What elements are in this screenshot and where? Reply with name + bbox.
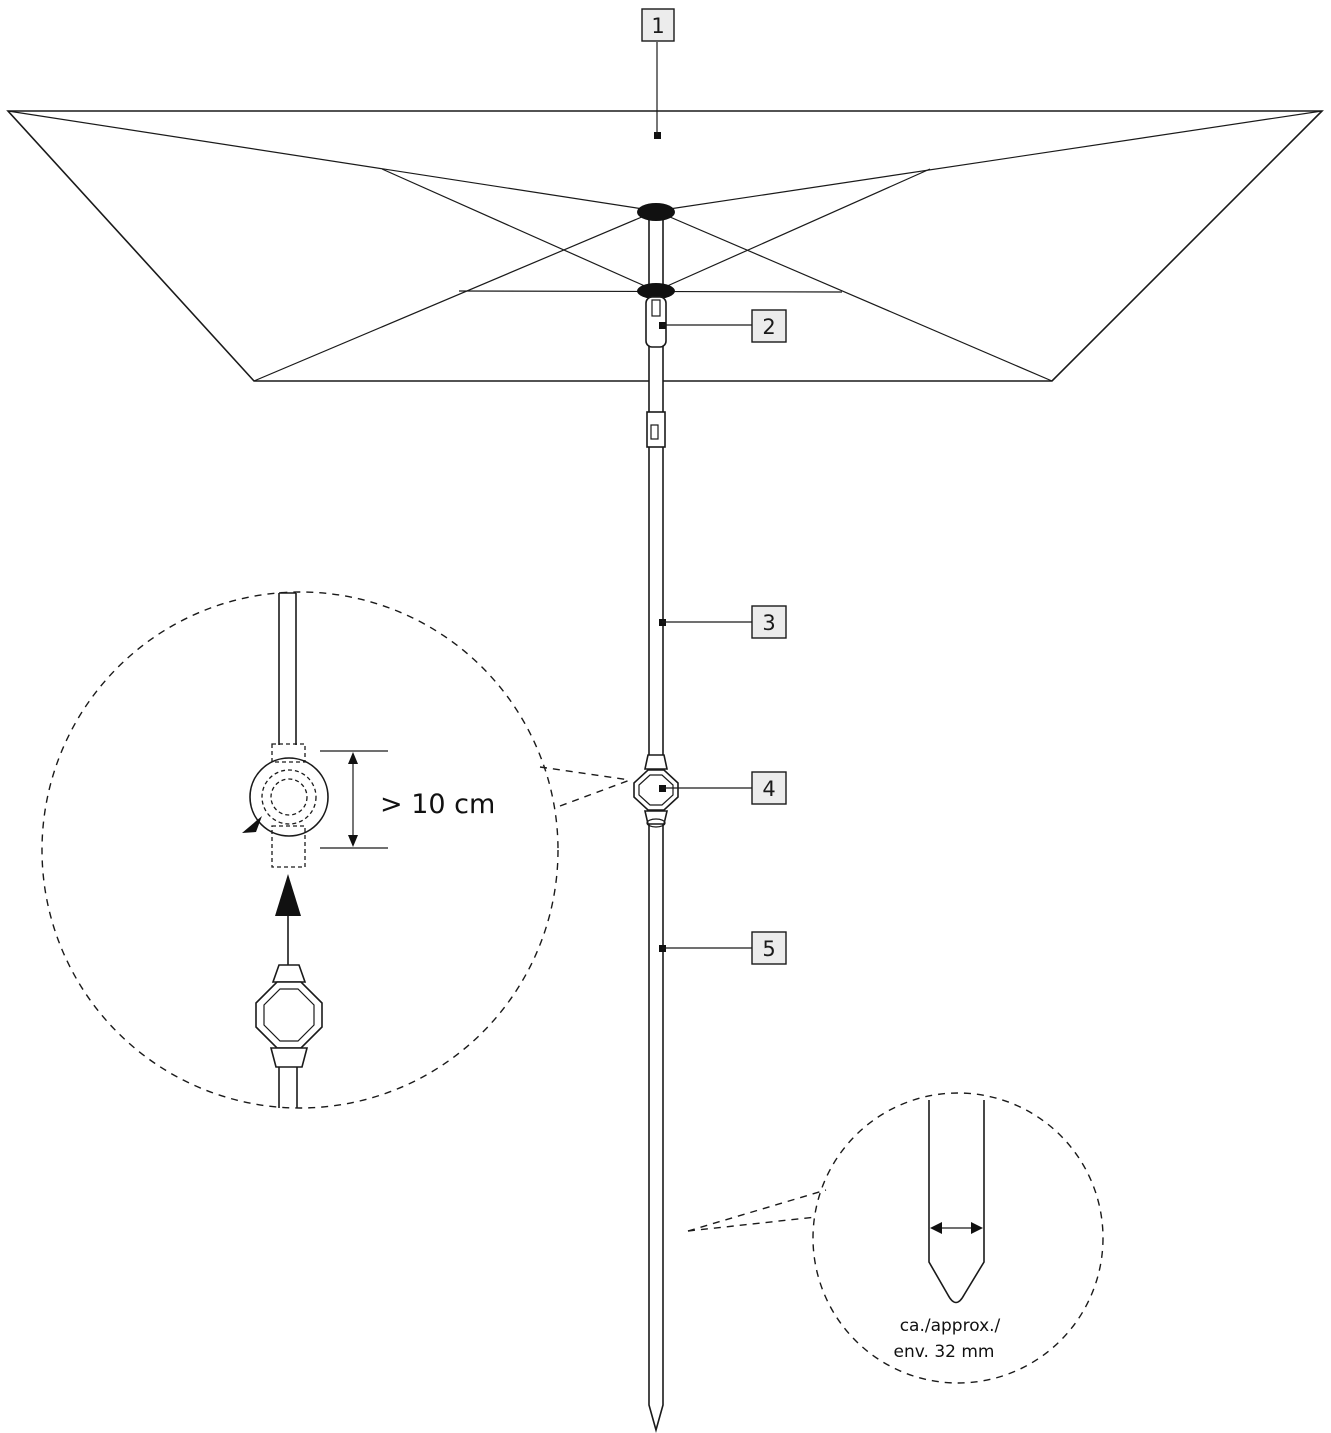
callout-1: 1 <box>641 8 675 42</box>
coupling-detail-circle <box>41 591 559 1109</box>
callout-2-number: 2 <box>762 315 775 339</box>
callout-5: 5 <box>751 931 787 965</box>
canopy-strut-left <box>381 168 657 292</box>
coupling-detail-connector-bottom <box>559 779 631 807</box>
spike-detail-connector-bottom <box>687 1216 817 1232</box>
middle-pole <box>648 445 664 759</box>
canopy-lock-button <box>651 299 661 317</box>
coupling-bottom-collar <box>643 810 669 825</box>
callout-labels: 1 2 3 4 5 <box>641 8 787 965</box>
canopy-strut-right <box>655 168 931 292</box>
callout-4-box <box>751 771 787 805</box>
callout-3-box <box>751 605 787 639</box>
parasol-pole <box>633 203 679 1433</box>
parasol-canopy <box>6 110 1324 382</box>
runner <box>637 283 675 299</box>
detail-inner-octagon-hidden-inner <box>270 778 308 816</box>
coupling-octagon-outer <box>633 769 679 811</box>
detail-coupling-octagon-inner <box>263 988 315 1042</box>
detail-coupling-top-collar <box>271 964 307 983</box>
coupling-top-collar <box>644 754 668 770</box>
dimension-arrow-up-icon <box>348 752 358 764</box>
insert-arrow-up-icon <box>275 874 301 916</box>
coupling-opening <box>646 818 666 828</box>
detail-coupling-octagon-outer <box>255 981 323 1049</box>
dimension-arrow-down-icon <box>348 835 358 847</box>
callout-1-number: 1 <box>651 14 664 38</box>
detail-rotation-ring <box>249 757 329 837</box>
coupling-detail: > 10 cm <box>41 591 631 1109</box>
callout-3-number: 3 <box>762 611 775 635</box>
callout-5-box <box>751 931 787 965</box>
spacing-dimension-label: > 10 cm <box>380 789 495 820</box>
callout-2-box <box>751 309 787 343</box>
callout-3: 3 <box>751 605 787 639</box>
callout-1-box <box>641 8 675 42</box>
callout-4-number: 4 <box>762 777 775 801</box>
canopy-rib-left-top <box>7 110 657 212</box>
spike-tip-detail: ca./approx./ env. 32 mm <box>687 1092 1104 1384</box>
callout-1-dot <box>654 132 661 139</box>
canopy-rib-right-top <box>655 110 1323 212</box>
detail-coupling-bottom-collar <box>269 1047 309 1068</box>
detail-lower-collar-hidden <box>271 825 306 868</box>
detail-upper-collar-hidden <box>271 743 306 763</box>
spike-diameter-label-line1: ca./approx./ <box>900 1316 1001 1336</box>
callout-5-number: 5 <box>762 937 775 961</box>
callout-2: 2 <box>751 309 787 343</box>
spike-diameter-label-line2: env. 32 mm <box>894 1342 995 1362</box>
rotation-arrow-icon <box>242 816 262 833</box>
canopy-rib-left-bottom <box>253 210 657 382</box>
detail-inner-octagon-hidden-outer <box>261 769 317 825</box>
pole-connector-pin <box>650 424 659 440</box>
spike-tip-outline <box>928 1100 985 1304</box>
spike-detail-connector-top <box>687 1189 827 1232</box>
pole-connector <box>646 411 666 448</box>
diameter-arrow-right-icon <box>971 1222 983 1234</box>
coupling-octagon-inner <box>638 774 674 806</box>
hub-cap <box>637 203 675 221</box>
canopy-rib-right-bottom <box>655 210 1053 382</box>
diameter-arrow-left-icon <box>930 1222 942 1234</box>
callout-4: 4 <box>751 771 787 805</box>
ground-spike <box>648 821 664 1433</box>
coupling-detail-connector-top <box>539 766 631 781</box>
spike-tip-detail-circle <box>812 1092 1104 1384</box>
